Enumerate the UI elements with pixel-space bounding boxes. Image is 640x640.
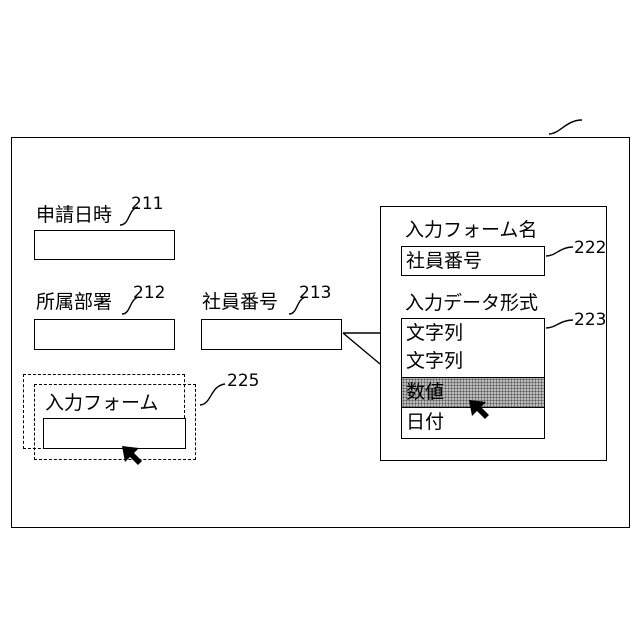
mouse-cursor-icon <box>469 400 489 419</box>
leader-line-212 <box>122 297 139 314</box>
leader-line-211 <box>120 207 138 225</box>
connector-line <box>343 333 380 364</box>
leader-line-223 <box>546 320 573 328</box>
leader-line-213 <box>289 297 306 314</box>
leader-line-222 <box>546 247 573 256</box>
leader-line-225 <box>200 384 225 405</box>
leader-line-220 <box>549 120 582 134</box>
mouse-cursor-icon <box>122 446 142 465</box>
